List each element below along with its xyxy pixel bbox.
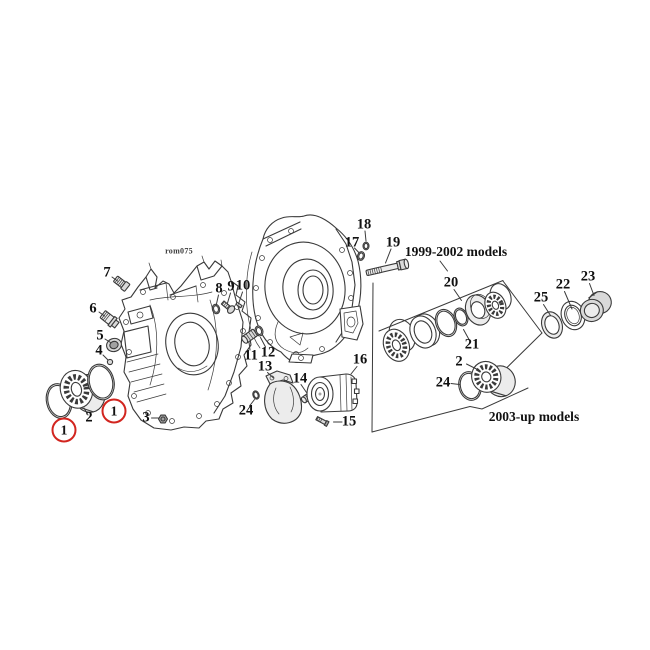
part-4-ball xyxy=(106,358,114,366)
callout-7: 7 xyxy=(103,264,111,281)
callout-23: 23 xyxy=(580,268,596,285)
highlighted-callout-1[interactable]: 1 xyxy=(101,398,127,424)
callout-22: 22 xyxy=(555,276,571,293)
callout-9: 9 xyxy=(227,278,235,295)
small-parts-mid-drawing xyxy=(211,241,410,427)
models-1999-2002-label: 1999-2002 models xyxy=(404,244,508,259)
callout-15: 15 xyxy=(341,413,357,430)
callout-24: 24 xyxy=(238,402,254,419)
bearing-2003-drawing xyxy=(458,360,516,401)
bolt-drawing xyxy=(365,258,410,276)
small-parts-left-drawing xyxy=(99,275,169,424)
callout-18: 18 xyxy=(356,216,372,233)
part-3-nut xyxy=(157,414,169,424)
callout-17: 17 xyxy=(344,234,360,251)
group-bracket-lines xyxy=(371,280,543,433)
bearing-row-1999-2002-drawing xyxy=(382,283,512,362)
oil-filter-drawing xyxy=(306,373,360,413)
callout-12: 12 xyxy=(260,344,276,361)
callout-21: 21 xyxy=(464,336,480,353)
left-bearing-assembly-drawing xyxy=(45,363,115,419)
callout-19: 19 xyxy=(385,234,401,251)
callout-6: 6 xyxy=(89,300,97,317)
callout-14: 14 xyxy=(292,370,308,387)
diagram-watermark: rom075 xyxy=(165,246,193,256)
callout-2: 2 xyxy=(85,409,93,426)
callout-5: 5 xyxy=(96,327,104,344)
models-2003-up-label: 2003-up models xyxy=(488,409,580,424)
callout-3: 3 xyxy=(142,409,150,426)
cam-cover-drawing xyxy=(246,214,364,364)
spacer-rings-drawing xyxy=(540,291,612,339)
callout-11: 11 xyxy=(244,347,258,364)
callout-8: 8 xyxy=(215,280,223,297)
callout-24: 24 xyxy=(435,374,451,391)
callout-10: 10 xyxy=(235,277,251,294)
leader-lines xyxy=(83,230,595,423)
highlighted-callout-1[interactable]: 1 xyxy=(51,417,77,443)
crankcase-half-drawing xyxy=(118,255,252,431)
callout-2: 2 xyxy=(455,353,463,370)
callout-4: 4 xyxy=(95,342,103,359)
callout-20: 20 xyxy=(443,274,459,291)
callout-16: 16 xyxy=(352,351,368,368)
callout-25: 25 xyxy=(533,289,549,306)
callout-13: 13 xyxy=(257,358,273,375)
